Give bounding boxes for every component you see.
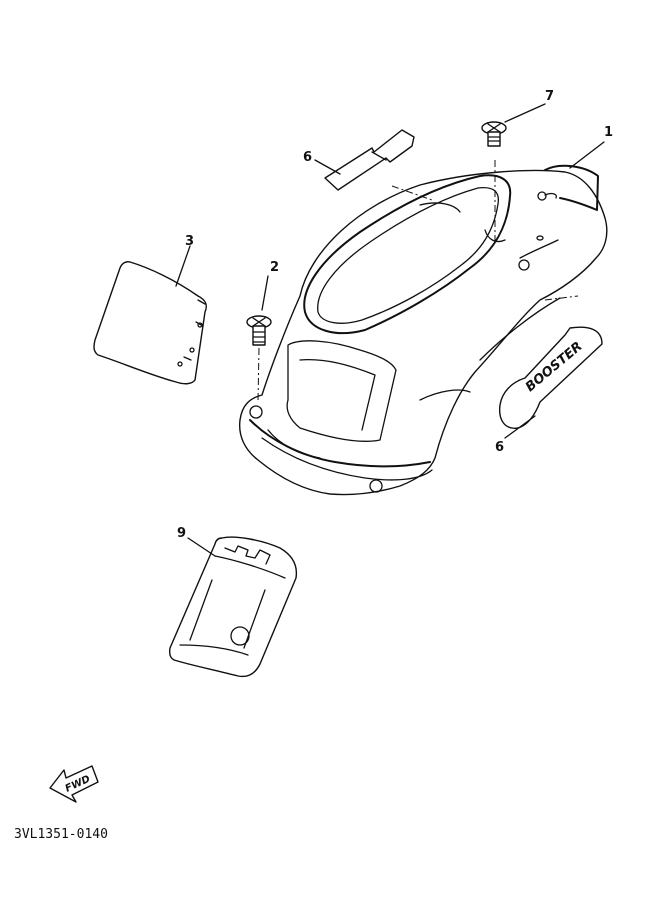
- emblem-part-6: BOOSTER: [498, 326, 603, 429]
- callout-9: 9: [177, 526, 186, 541]
- callout-2: 2: [270, 260, 279, 275]
- forward-arrow-icon: FWD: [49, 765, 99, 803]
- callout-6: 6: [495, 440, 504, 455]
- callout-7: 7: [545, 89, 554, 104]
- callout-1: 1: [604, 125, 613, 140]
- screw-part-2: [246, 315, 272, 403]
- drawing-code: 3VL1351-0140: [14, 827, 108, 842]
- body-cover-part-1: [238, 160, 608, 496]
- strip-part-8: [324, 129, 415, 191]
- leader-lines: [175, 103, 605, 557]
- tray-part-9: [168, 536, 298, 678]
- screw-part-7: [481, 121, 507, 147]
- callout-8: 6: [303, 150, 312, 165]
- callout-3: 3: [185, 234, 194, 249]
- panel-part-3: [93, 261, 207, 385]
